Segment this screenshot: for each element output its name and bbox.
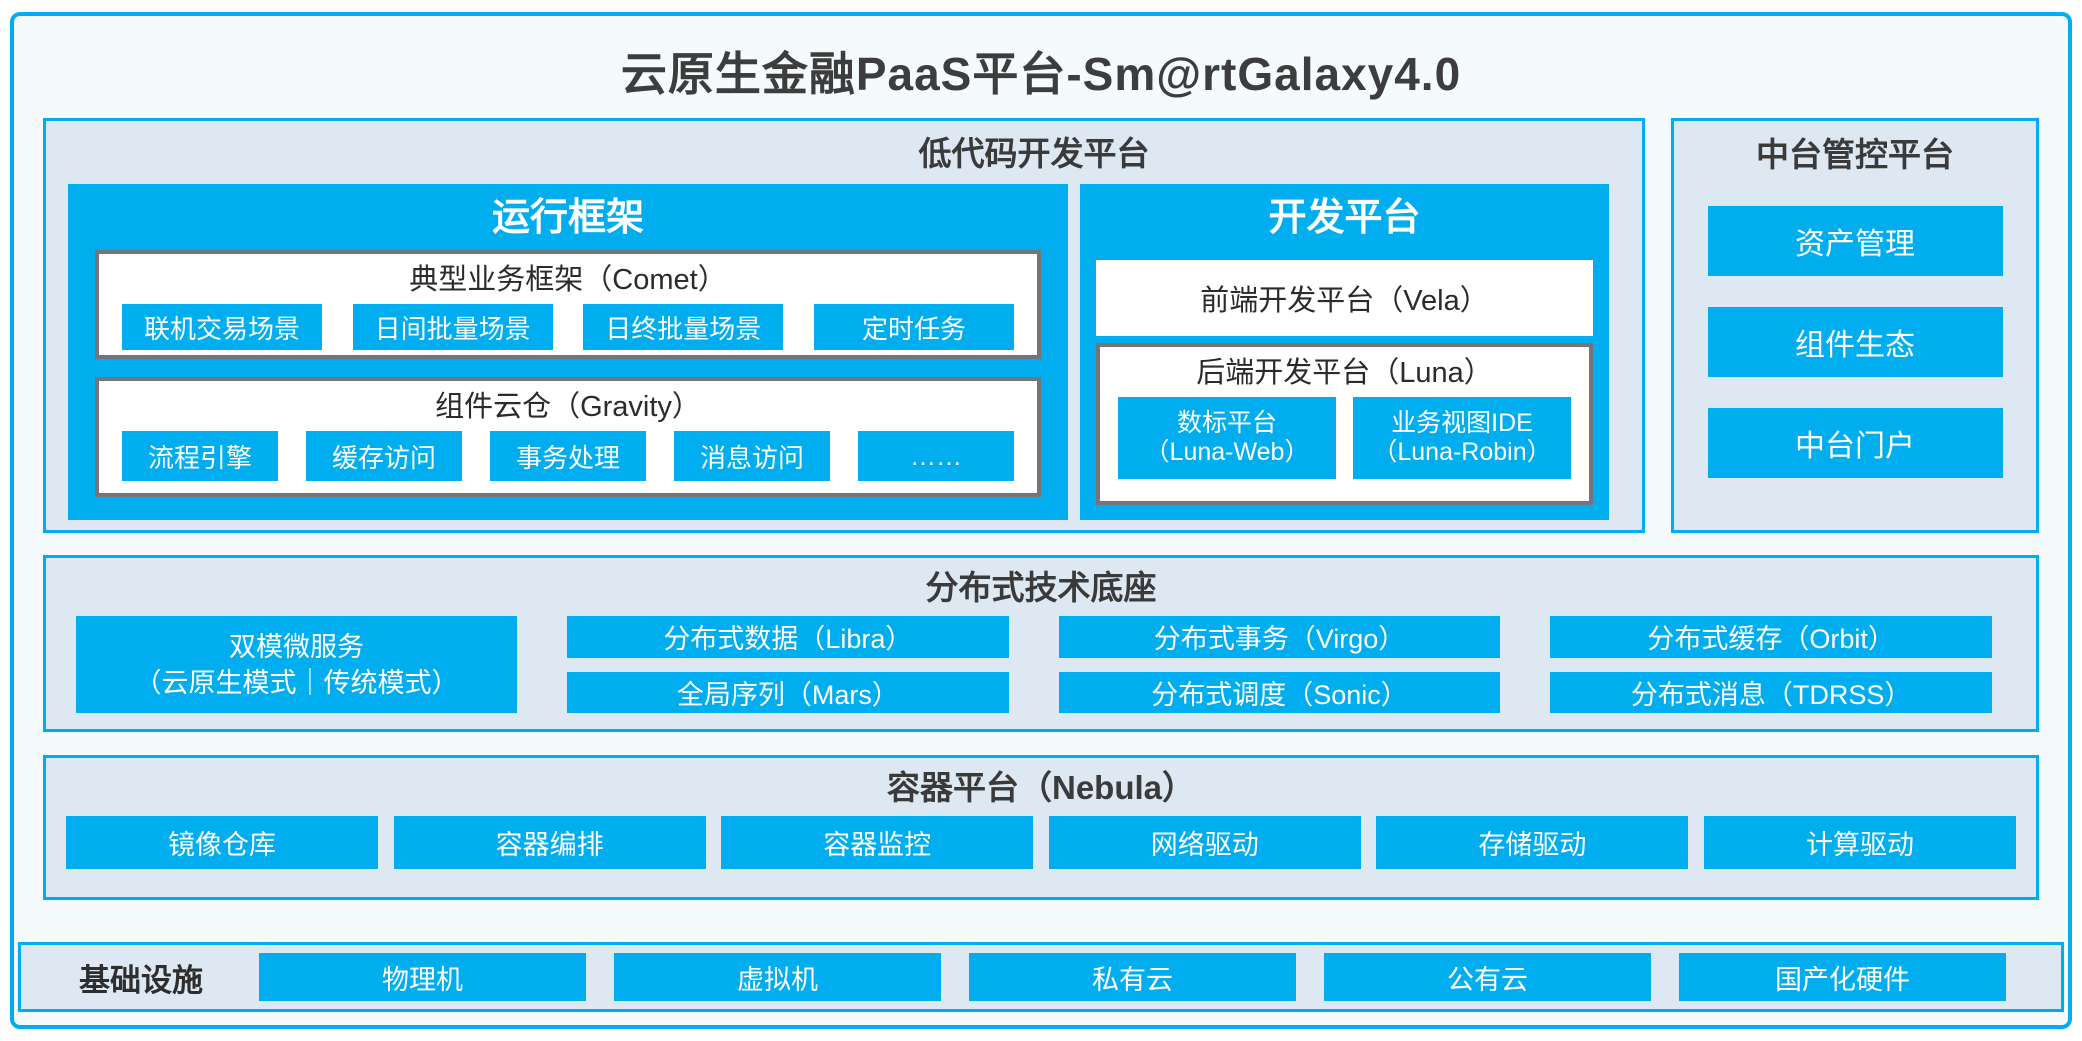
luna-robin-line2: （Luna-Robin） bbox=[1372, 438, 1552, 466]
midplatform-item: 中台门户 bbox=[1707, 408, 2003, 478]
luna-web-line1: 数标平台 bbox=[1176, 409, 1277, 437]
panel-infrastructure: 基础设施 物理机 虚拟机 私有云 公有云 国产化硬件 bbox=[18, 942, 2064, 1012]
distributed-item: 全局序列（Mars） bbox=[567, 671, 1009, 713]
panel-distributed-title: 分布式技术底座 bbox=[925, 569, 1157, 606]
infrastructure-item: 私有云 bbox=[969, 953, 1296, 1001]
comet-title: 典型业务框架（Comet） bbox=[409, 264, 727, 296]
gravity-box: 组件云仓（Gravity） 流程引擎 缓存访问 事务处理 消息访问 …… bbox=[95, 377, 1041, 497]
distributed-item: 分布式消息（TDRSS） bbox=[1550, 671, 1993, 713]
luna-items: 数标平台 （Luna-Web） 业务视图IDE （Luna-Robin） bbox=[1100, 397, 1589, 479]
panel-distributed: 分布式技术底座 双模微服务 （云原生模式｜传统模式） 分布式数据（Libra） … bbox=[43, 555, 2039, 732]
container-item: 容器编排 bbox=[393, 816, 706, 869]
runtime-framework-title: 运行框架 bbox=[491, 197, 644, 239]
infrastructure-item: 物理机 bbox=[259, 953, 586, 1001]
distributed-item: 分布式事务（Virgo） bbox=[1058, 616, 1501, 658]
comet-item: 联机交易场景 bbox=[122, 304, 322, 350]
distributed-column: 分布式数据（Libra） 全局序列（Mars） bbox=[567, 616, 1009, 713]
panel-lowcode-title: 低代码开发平台 bbox=[918, 135, 1150, 172]
container-item: 网络驱动 bbox=[1048, 816, 1361, 869]
luna-web-item: 数标平台 （Luna-Web） bbox=[1118, 397, 1336, 479]
infrastructure-item: 公有云 bbox=[1324, 953, 1651, 1001]
infrastructure-item: 国产化硬件 bbox=[1679, 953, 2006, 1001]
distributed-item: 分布式数据（Libra） bbox=[567, 616, 1009, 658]
infrastructure-item: 虚拟机 bbox=[614, 953, 941, 1001]
dual-mode-line2: （云原生模式｜传统模式） bbox=[134, 667, 459, 698]
architecture-diagram: 云原生金融PaaS平台-Sm@rtGalaxy4.0 低代码开发平台 运行框架 … bbox=[10, 12, 2072, 1029]
luna-title: 后端开发平台（Luna） bbox=[1196, 357, 1493, 389]
dual-mode-microservice-item: 双模微服务 （云原生模式｜传统模式） bbox=[76, 616, 517, 713]
luna-box: 后端开发平台（Luna） 数标平台 （Luna-Web） 业务视图IDE （Lu… bbox=[1096, 343, 1593, 505]
gravity-item-more: …… bbox=[858, 431, 1014, 481]
vela-box: 前端开发平台（Vela） bbox=[1096, 260, 1593, 336]
page-title: 云原生金融PaaS平台-Sm@rtGalaxy4.0 bbox=[620, 48, 1462, 100]
luna-web-line2: （Luna-Web） bbox=[1144, 438, 1310, 466]
comet-item: 定时任务 bbox=[813, 304, 1014, 350]
gravity-title: 组件云仓（Gravity） bbox=[435, 391, 701, 423]
runtime-framework-section: 运行框架 典型业务框架（Comet） 联机交易场景 日间批量场景 日终批量场景 … bbox=[68, 184, 1068, 520]
dev-platform-section: 开发平台 前端开发平台（Vela） 后端开发平台（Luna） 数标平台 （Lun… bbox=[1080, 184, 1609, 520]
midplatform-item: 资产管理 bbox=[1707, 206, 2003, 276]
comet-box: 典型业务框架（Comet） 联机交易场景 日间批量场景 日终批量场景 定时任务 bbox=[95, 250, 1041, 359]
dev-platform-title: 开发平台 bbox=[1268, 197, 1421, 239]
gravity-item: 缓存访问 bbox=[306, 431, 462, 481]
gravity-item: 流程引擎 bbox=[122, 431, 278, 481]
lowcode-body: 运行框架 典型业务框架（Comet） 联机交易场景 日间批量场景 日终批量场景 … bbox=[46, 184, 1642, 530]
panel-lowcode: 低代码开发平台 运行框架 典型业务框架（Comet） 联机交易场景 日间批量场景… bbox=[43, 118, 1645, 533]
gravity-item: 事务处理 bbox=[490, 431, 646, 481]
panel-midplatform: 中台管控平台 资产管理 组件生态 中台门户 bbox=[1671, 118, 2039, 533]
luna-robin-line1: 业务视图IDE bbox=[1391, 409, 1533, 437]
top-row: 低代码开发平台 运行框架 典型业务框架（Comet） 联机交易场景 日间批量场景… bbox=[43, 118, 2039, 533]
distributed-column: 分布式事务（Virgo） 分布式调度（Sonic） bbox=[1058, 616, 1501, 713]
container-item: 容器监控 bbox=[721, 816, 1034, 869]
comet-items: 联机交易场景 日间批量场景 日终批量场景 定时任务 bbox=[99, 304, 1037, 350]
comet-item: 日终批量场景 bbox=[583, 304, 784, 350]
distributed-column: 分布式缓存（Orbit） 分布式消息（TDRSS） bbox=[1550, 616, 1993, 713]
panel-midplatform-title: 中台管控平台 bbox=[1756, 136, 1954, 173]
gravity-item: 消息访问 bbox=[674, 431, 830, 481]
container-item: 镜像仓库 bbox=[66, 816, 378, 869]
luna-robin-item: 业务视图IDE （Luna-Robin） bbox=[1353, 397, 1571, 479]
container-item: 计算驱动 bbox=[1703, 816, 2016, 869]
container-item: 存储驱动 bbox=[1376, 816, 1689, 869]
panel-container-platform: 容器平台（Nebula） 镜像仓库 容器编排 容器监控 网络驱动 存储驱动 计算… bbox=[43, 755, 2039, 900]
distributed-body: 双模微服务 （云原生模式｜传统模式） 分布式数据（Libra） 全局序列（Mar… bbox=[46, 616, 2036, 729]
comet-item: 日间批量场景 bbox=[352, 304, 553, 350]
distributed-item: 分布式缓存（Orbit） bbox=[1550, 616, 1993, 658]
infrastructure-title: 基础设施 bbox=[79, 962, 203, 998]
gravity-items: 流程引擎 缓存访问 事务处理 消息访问 …… bbox=[99, 431, 1037, 481]
dual-mode-line1: 双模微服务 bbox=[229, 631, 364, 662]
container-items: 镜像仓库 容器编排 容器监控 网络驱动 存储驱动 计算驱动 bbox=[46, 816, 2036, 869]
distributed-item: 分布式调度（Sonic） bbox=[1058, 671, 1501, 713]
midplatform-item: 组件生态 bbox=[1707, 307, 2003, 377]
panel-container-title: 容器平台（Nebula） bbox=[886, 769, 1196, 806]
